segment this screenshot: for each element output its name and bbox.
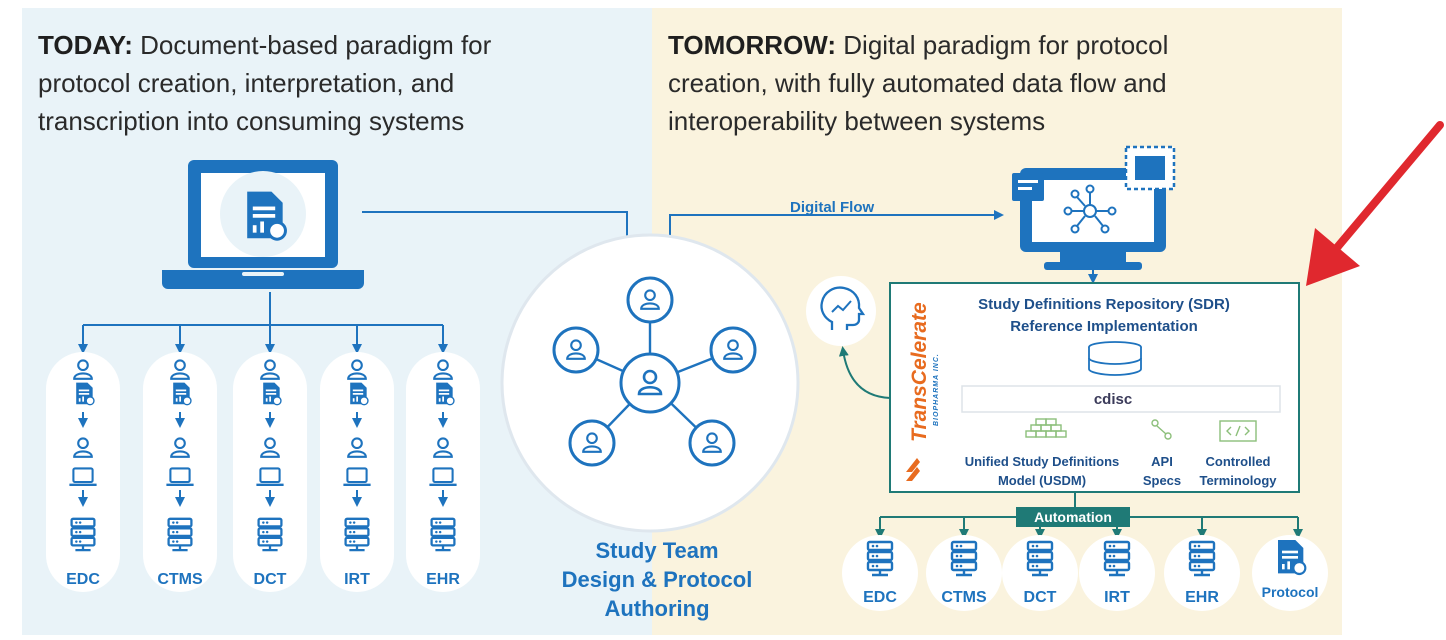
today-system-column: EHR bbox=[406, 352, 480, 592]
tomorrow-system-column: EDC bbox=[842, 535, 918, 611]
svg-text:BIOPHARMA INC.: BIOPHARMA INC. bbox=[933, 353, 940, 426]
sdr-to-ai-curve bbox=[838, 346, 894, 399]
hub-label-line3: Authoring bbox=[604, 596, 709, 621]
today-system-column: DCT bbox=[233, 352, 307, 592]
transcelerate-logo: TransCelerate BIOPHARMA INC. bbox=[908, 302, 940, 442]
today-headline-line2: protocol creation, interpretation, and bbox=[38, 68, 455, 98]
tomorrow-system-label: EDC bbox=[863, 589, 897, 606]
today-tree-lines bbox=[78, 292, 448, 354]
tomorrow-system-column: DCT bbox=[1002, 535, 1078, 611]
api-label-line2: Specs bbox=[1143, 473, 1181, 488]
hub-person-nodes bbox=[552, 276, 757, 467]
tomorrow-system-label: DCT bbox=[1024, 589, 1057, 606]
today-system-label: IRT bbox=[344, 571, 370, 588]
today-system-label: DCT bbox=[254, 571, 287, 588]
digital-flow-line bbox=[669, 210, 1004, 240]
digital-flow-label: Digital Flow bbox=[790, 199, 874, 216]
usdm-label-line2: Model (USDM) bbox=[998, 473, 1086, 488]
tomorrow-system-column: IRT bbox=[1079, 535, 1155, 611]
study-team-hub bbox=[500, 233, 800, 533]
terminology-label-line1: Controlled bbox=[1206, 454, 1271, 469]
red-pointer-arrow bbox=[1306, 121, 1444, 286]
today-headline-line3: transcription into consuming systems bbox=[38, 106, 465, 136]
hub-label-line1: Study Team bbox=[595, 538, 718, 563]
api-label-line1: API bbox=[1151, 454, 1173, 469]
ai-head-icon bbox=[806, 276, 876, 346]
automation-label: Automation bbox=[1034, 509, 1112, 525]
hub-label-line2: Design & Protocol bbox=[562, 567, 753, 592]
tomorrow-system-label: IRT bbox=[1104, 589, 1130, 606]
tomorrow-system-columns: EDC CTMS DCT IRT EHR Protocol bbox=[842, 535, 1328, 611]
tomorrow-headline-bold: TOMORROW: bbox=[668, 30, 837, 60]
today-system-column: IRT bbox=[320, 352, 394, 592]
usdm-stack-icon bbox=[1025, 418, 1067, 438]
today-system-column: EDC bbox=[46, 352, 120, 592]
terminology-label-line2: Terminology bbox=[1199, 473, 1277, 488]
laptop-document-icon bbox=[162, 160, 364, 289]
tomorrow-system-column: Protocol bbox=[1252, 535, 1328, 611]
tomorrow-system-label: Protocol bbox=[1262, 584, 1319, 600]
automation-badge bbox=[1016, 507, 1130, 527]
cdisc-bar bbox=[961, 385, 1281, 413]
svg-text:TransCelerate: TransCelerate bbox=[908, 302, 931, 442]
tomorrow-headline-line1: Digital paradigm for protocol bbox=[843, 30, 1169, 60]
today-headline: TODAY: Document-based paradigm for proto… bbox=[38, 26, 491, 140]
cdisc-logo-text: cdisc bbox=[1094, 391, 1132, 408]
tomorrow-system-label: CTMS bbox=[941, 589, 987, 606]
tomorrow-headline: TOMORROW: Digital paradigm for protocol … bbox=[668, 26, 1168, 140]
tomorrow-headline-line2: creation, with fully automated data flow… bbox=[668, 68, 1167, 98]
transcelerate-mark bbox=[906, 458, 920, 481]
tomorrow-system-column: CTMS bbox=[926, 535, 1002, 611]
usdm-label-line1: Unified Study Definitions bbox=[965, 454, 1120, 469]
today-system-label: EDC bbox=[66, 571, 100, 588]
today-to-hub-line bbox=[362, 211, 628, 240]
sdr-title-line2: Reference Implementation bbox=[1010, 318, 1198, 335]
tomorrow-system-column: EHR bbox=[1164, 535, 1240, 611]
api-nodes-icon bbox=[1151, 419, 1172, 440]
sdr-title-line1: Study Definitions Repository (SDR) bbox=[978, 296, 1230, 313]
today-system-label: CTMS bbox=[157, 571, 203, 588]
terminology-code-icon bbox=[1219, 420, 1257, 442]
today-system-columns: EDC CTMS DCT IRT EHR bbox=[46, 352, 480, 592]
today-system-column: CTMS bbox=[143, 352, 217, 592]
tomorrow-system-label: EHR bbox=[1185, 589, 1219, 606]
today-system-label: EHR bbox=[426, 571, 460, 588]
monitor-network-icon bbox=[1012, 145, 1176, 270]
today-headline-line1: Document-based paradigm for bbox=[140, 30, 492, 60]
today-headline-bold: TODAY: bbox=[38, 30, 133, 60]
database-icon bbox=[1088, 341, 1142, 376]
tomorrow-headline-line3: interoperability between systems bbox=[668, 106, 1046, 136]
